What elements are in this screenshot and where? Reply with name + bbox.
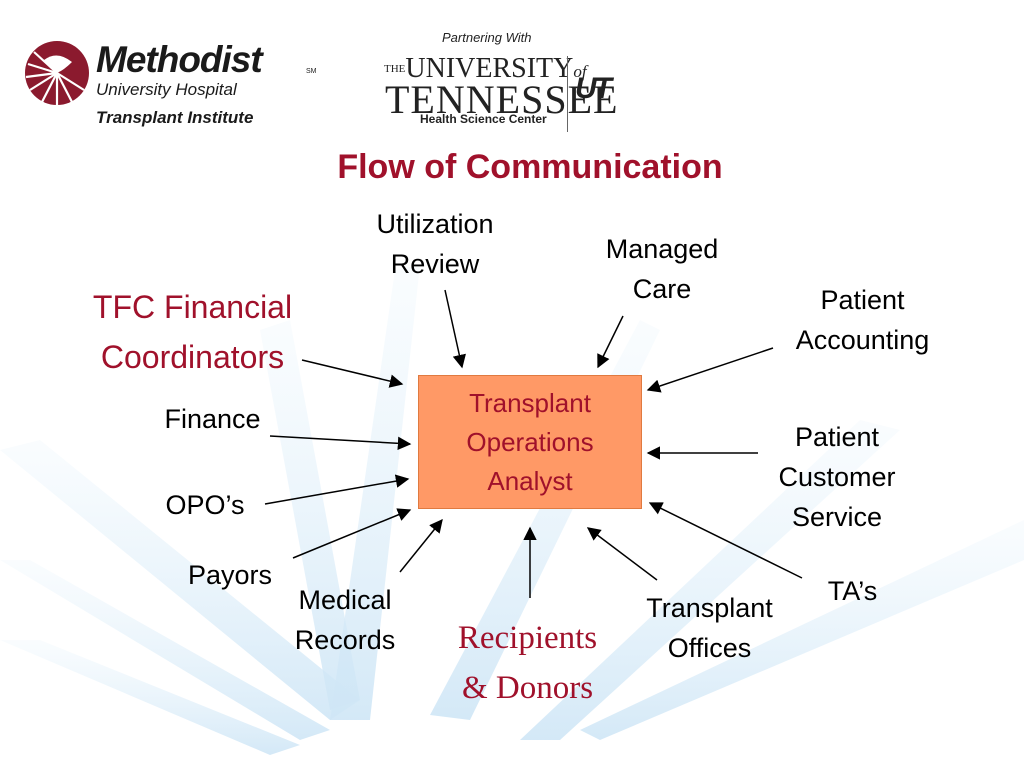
methodist-logo-institute: Transplant Institute [96,108,254,127]
node-utilization-review: Utilization Review [355,204,515,284]
ut-logo-divider [567,56,568,132]
node-medical-records: Medical Records [275,580,415,660]
arrow-medical-records [399,518,443,573]
ut-logo-of: of [573,62,587,81]
arrow-opos [264,474,410,505]
node-line: Review [390,249,480,279]
ut-logo-university: UNIVERSITY [405,53,574,84]
center-line: Operations [466,426,594,457]
node-line: Transplant [646,593,773,623]
node-line: Finance [164,404,261,434]
node-line: Offices [667,633,752,663]
node-line: Care [632,274,692,304]
node-line: Payors [187,560,273,590]
ut-logo-hsc: Health Science Center [420,112,547,126]
node-line: Coordinators [100,339,285,375]
node-opos: OPO’s [150,485,260,525]
node-line: Patient [794,422,880,452]
center-line: Analyst [487,465,573,496]
node-line: Service [791,502,883,532]
ut-logo-tennessee: TENNESSEE [385,77,619,122]
node-line: & Donors [461,670,594,706]
node-tfc-financial-coordinators: TFC Financial Coordinators [55,282,330,382]
ut-mark-icon: UT [575,72,612,105]
node-tas: TA’s [810,571,895,611]
node-line: OPO’s [165,490,245,520]
node-line: Medical [298,585,392,615]
arrow-managed-care [597,315,624,369]
arrow-tfc-financial [301,359,404,388]
arrow-finance [269,435,412,451]
center-node-transplant-operations-analyst: Transplant Operations Analyst [418,375,642,509]
ut-logo-the: THE [384,63,406,75]
arrow-patient-accounting [646,347,774,393]
ut-logo-line1: THEUNIVERSITYof [384,54,587,88]
ut-partnering-text: Partnering With [442,30,532,45]
arrow-payors [292,508,412,559]
node-recipients-donors: Recipients & Donors [435,613,620,713]
arrow-transplant-offices [586,527,658,581]
node-finance: Finance [145,399,280,439]
methodist-logo-sm: SM [306,68,317,75]
node-line: Accounting [795,325,930,355]
center-line: Transplant [469,387,591,418]
node-managed-care: Managed Care [582,229,742,309]
node-patient-accounting: Patient Accounting [775,280,950,360]
node-patient-customer-service: Patient Customer Service [752,417,922,537]
node-line: Managed [605,234,719,264]
methodist-logo-subtitle: University Hospital [96,80,237,99]
node-line: Customer [778,462,896,492]
node-line: Recipients [457,620,598,656]
node-line: TFC Financial [92,289,293,325]
node-line: Utilization [376,209,494,239]
node-transplant-offices: Transplant Offices [622,588,797,668]
node-line: TA’s [827,576,878,606]
page-title: Flow of Communication [337,148,723,186]
arrow-tas [648,502,803,579]
arrow-utilization-review [444,289,466,369]
node-line: Patient [820,285,905,315]
methodist-logo-name: Methodist [96,39,263,80]
node-line: Records [294,625,396,655]
node-payors: Payors [170,555,290,595]
methodist-emblem-icon [25,41,89,106]
